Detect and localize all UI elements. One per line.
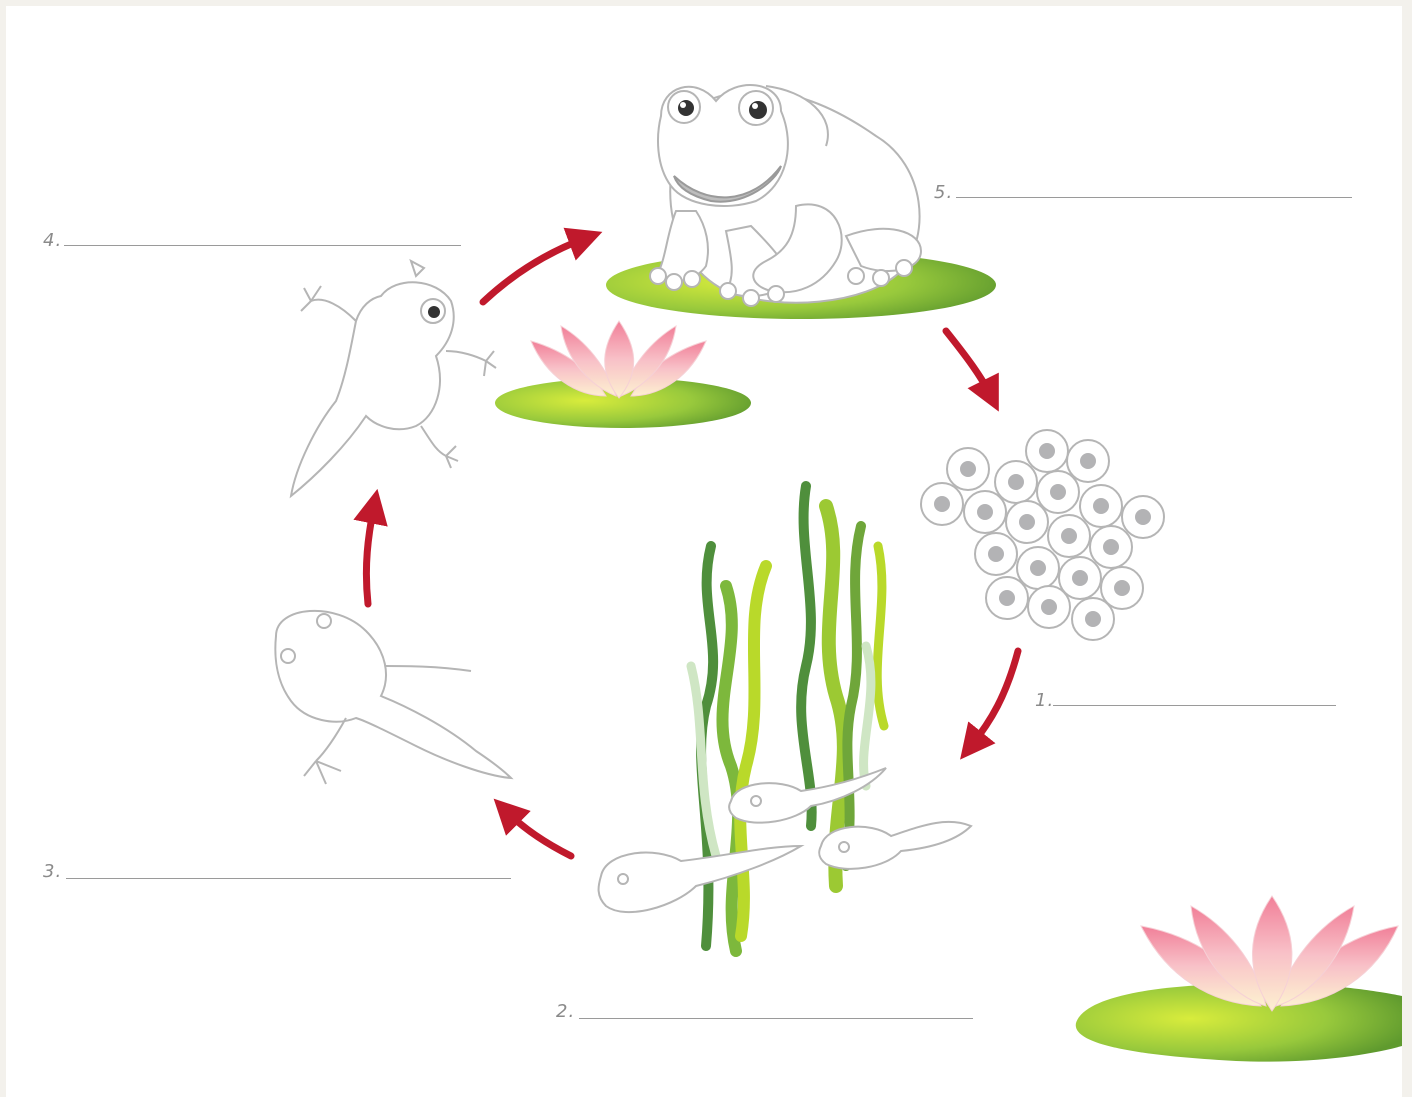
tadpole-icon — [599, 768, 971, 912]
answer-line-4[interactable] — [64, 245, 461, 246]
worksheet-sheet: 1. 2. 3. 4. 5. — [6, 6, 1402, 1097]
large-lily-pad-with-lotus — [1076, 896, 1402, 1062]
cycle-arrow-icon — [483, 238, 586, 302]
label-3-number: 3. — [43, 861, 62, 882]
answer-line-1[interactable] — [1053, 705, 1336, 706]
frog-icon — [650, 85, 921, 306]
lily-pad-with-lotus — [495, 321, 751, 428]
cycle-arrow-icon — [506, 811, 571, 856]
label-1-number: 1. — [1035, 690, 1054, 711]
egg-cluster-icon — [921, 430, 1164, 640]
label-5-number: 5. — [934, 182, 953, 203]
life-cycle-artwork — [6, 6, 1402, 1097]
cycle-arrow-icon — [971, 651, 1018, 746]
label-4-number: 4. — [43, 230, 62, 251]
answer-line-3[interactable] — [66, 878, 511, 879]
seaweed-icon — [691, 486, 884, 951]
tadpole-with-legs-icon — [275, 611, 511, 784]
froglet-icon — [291, 261, 496, 496]
answer-line-2[interactable] — [579, 1018, 973, 1019]
cycle-arrow-icon — [366, 506, 374, 604]
label-2-number: 2. — [556, 1001, 575, 1022]
answer-line-5[interactable] — [956, 197, 1352, 198]
cycle-arrow-icon — [946, 331, 991, 396]
